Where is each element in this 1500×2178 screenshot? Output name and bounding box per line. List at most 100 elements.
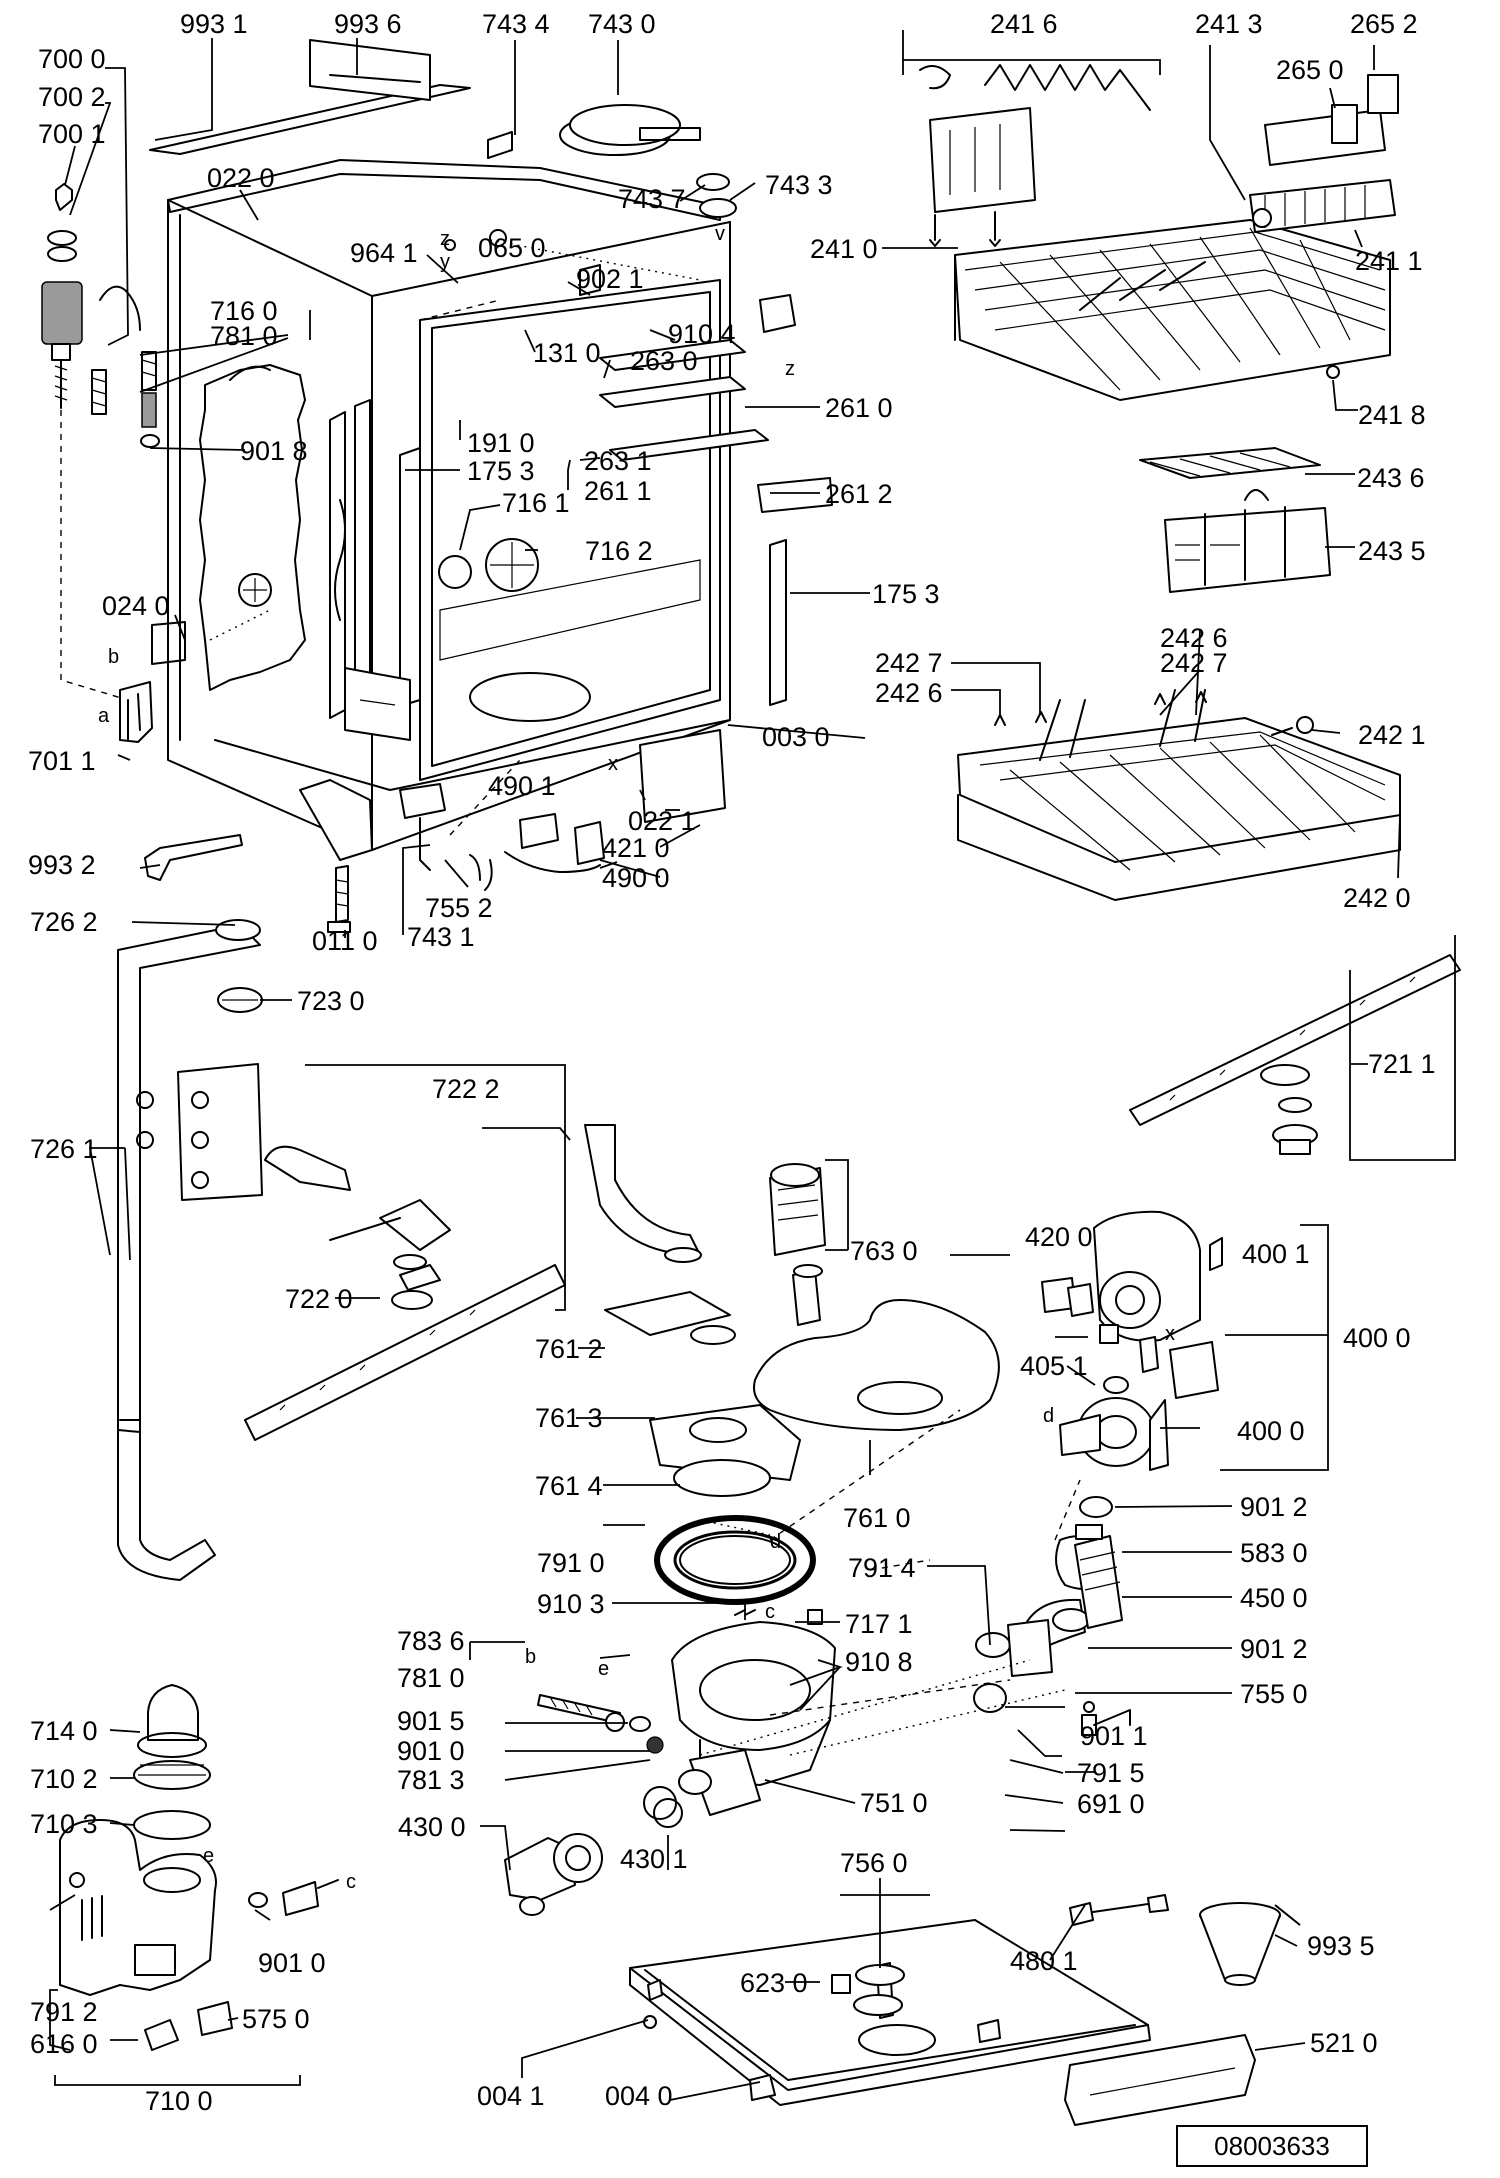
assembly-guides [209, 609, 1081, 1756]
callout: 743 0 [588, 9, 656, 39]
callout: 751 0 [860, 1788, 928, 1818]
callout: 701 1 [28, 746, 96, 776]
callout: 265 2 [1350, 9, 1418, 39]
callout: 717 1 [845, 1609, 913, 1639]
lower-basket-group [957, 689, 1401, 901]
callout: 175 3 [467, 456, 535, 486]
callout: 710 3 [30, 1809, 98, 1839]
callout: 131 0 [533, 338, 601, 368]
svg-text:c: c [765, 1601, 775, 1623]
callout: 714 0 [30, 1716, 98, 1746]
callout: 065 0 [478, 233, 546, 263]
callout: 993 5 [1307, 1931, 1375, 1961]
callout: 490 0 [602, 863, 670, 893]
callout: 763 0 [850, 1236, 918, 1266]
callout-labels: 993 1 993 6 743 4 743 0 700 0 700 2 700 … [28, 9, 1436, 2116]
callout: 420 0 [1025, 1222, 1093, 1252]
callout: 421 0 [602, 833, 670, 863]
callout: 700 0 [38, 44, 106, 74]
callout: 623 0 [740, 1968, 808, 1998]
callout: 781 3 [397, 1765, 465, 1795]
callout: 901 0 [258, 1948, 326, 1978]
callout: 003 0 [762, 722, 830, 752]
callout: 241 6 [990, 9, 1058, 39]
callout: 761 0 [843, 1503, 911, 1533]
svg-text:a: a [98, 705, 110, 727]
svg-text:e: e [598, 1658, 609, 1680]
svg-text:z: z [440, 228, 450, 250]
callout: 400 1 [1242, 1239, 1310, 1269]
callout: 910 3 [537, 1589, 605, 1619]
svg-text:x: x [1165, 1323, 1175, 1345]
callout: 243 6 [1357, 463, 1425, 493]
callout: 265 0 [1276, 55, 1344, 85]
callout: 743 7 [618, 184, 686, 214]
svg-text:x: x [608, 753, 618, 775]
callout: 400 0 [1343, 1323, 1411, 1353]
callout: 901 5 [397, 1706, 465, 1736]
callout: 743 3 [765, 170, 833, 200]
svg-text:d: d [1043, 1405, 1054, 1427]
callout: 583 0 [1240, 1538, 1308, 1568]
callout: 022 1 [628, 806, 696, 836]
callout: 261 1 [584, 476, 652, 506]
callout: 761 3 [535, 1403, 603, 1433]
callout: 241 1 [1355, 246, 1423, 276]
callout: 722 2 [432, 1074, 500, 1104]
callout: 722 0 [285, 1284, 353, 1314]
reference-number-box: 08003633 [1176, 2125, 1368, 2167]
upper-basket-group [919, 64, 1399, 401]
callout: 743 1 [407, 922, 475, 952]
svg-text:b: b [108, 646, 119, 668]
callout: 743 4 [482, 9, 550, 39]
reference-number: 08003633 [1214, 2130, 1330, 2161]
callout: 726 2 [30, 907, 98, 937]
callout: 716 1 [502, 488, 570, 518]
svg-text:y: y [440, 251, 450, 273]
callout: 691 0 [1077, 1789, 1145, 1819]
misc-small-parts [144, 783, 605, 933]
callout: 241 8 [1358, 400, 1426, 430]
callout: 450 0 [1240, 1583, 1308, 1613]
callout: 175 3 [872, 579, 940, 609]
callout: 910 8 [845, 1647, 913, 1677]
base-plate-group [629, 1894, 1301, 2126]
callout: 902 1 [576, 264, 644, 294]
connection-letters: z y v z a b x c e b e c d x d [98, 223, 1175, 1893]
callout: 243 5 [1358, 536, 1426, 566]
hinge-foot-parts [41, 183, 160, 743]
callout: 910 4 [668, 319, 736, 349]
callout: 242 7 [1160, 648, 1228, 678]
callout: 261 0 [825, 393, 893, 423]
svg-text:b: b [525, 1646, 536, 1668]
callout: 616 0 [30, 2029, 98, 2059]
callout: 755 0 [1240, 1679, 1308, 1709]
callout: 700 2 [38, 82, 106, 112]
callout: 575 0 [242, 2004, 310, 2034]
callout: 242 7 [875, 648, 943, 678]
callout: 242 1 [1358, 720, 1426, 750]
callout: 781 0 [210, 321, 278, 351]
callout: 901 1 [1080, 1721, 1148, 1751]
callout: 993 1 [180, 9, 248, 39]
callout: 241 3 [1195, 9, 1263, 39]
callout: 901 2 [1240, 1634, 1308, 1664]
callout: 791 5 [1077, 1758, 1145, 1788]
callout: 726 1 [30, 1134, 98, 1164]
callout: 710 0 [145, 2086, 213, 2116]
callout: 901 8 [240, 436, 308, 466]
cutlery-basket-group [1139, 447, 1331, 593]
svg-text:d: d [770, 1531, 781, 1553]
callout: 241 0 [810, 234, 878, 264]
callout: 781 0 [397, 1663, 465, 1693]
drain-pump-group [504, 1798, 683, 1916]
callout: 761 4 [535, 1471, 603, 1501]
callout: 263 1 [584, 446, 652, 476]
callout: 723 0 [297, 986, 365, 1016]
callout: 191 0 [467, 428, 535, 458]
callout: 791 0 [537, 1548, 605, 1578]
callout: 710 2 [30, 1764, 98, 1794]
callout: 791 2 [30, 1997, 98, 2027]
callout: 242 6 [875, 678, 943, 708]
